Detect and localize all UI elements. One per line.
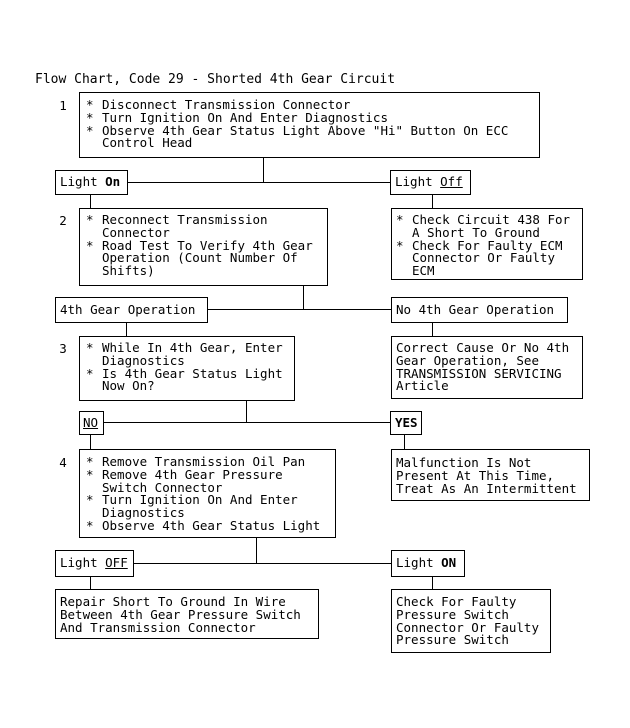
step-1-item: Disconnect Transmission Connector [82, 98, 508, 112]
step-3-box: While In 4th Gear, Enter Diagnostics Is … [79, 336, 295, 401]
result-check-circuit-box: Check Circuit 438 For A Short To Ground … [391, 208, 583, 280]
step-1-item: Observe 4th Gear Status Light Above "Hi"… [82, 124, 508, 151]
branch-no-4th-gear-operation: No 4th Gear Operation [391, 297, 568, 323]
branch-prefix: Light [396, 555, 442, 570]
connector-line [432, 322, 433, 337]
connector-line [246, 400, 247, 422]
step-4-box: Remove Transmission Oil Pan Remove 4th G… [79, 449, 336, 538]
connector-line [90, 194, 91, 209]
result-malfunction-box: Malfunction Is Not Present At This Time,… [391, 449, 590, 501]
result-pressure-switch-box: Check For Faulty Pressure Switch Connect… [391, 589, 551, 653]
branch-light-off-4: Light OFF [55, 550, 134, 577]
connector-line [432, 576, 433, 589]
step-2-box: Reconnect Transmission Connector Road Te… [79, 208, 328, 286]
step-2-item: Road Test To Verify 4th Gear Operation (… [82, 239, 313, 278]
flowchart-title: Flow Chart, Code 29 - Shorted 4th Gear C… [35, 72, 396, 87]
step-1-box: Disconnect Transmission Connector Turn I… [79, 92, 540, 158]
step-2-item: Reconnect Transmission Connector [82, 213, 313, 240]
step-4-item: Remove Transmission Oil Pan [82, 455, 320, 469]
result-text: Check For Faulty Pressure Switch Connect… [396, 594, 539, 648]
branch-prefix: Light [60, 174, 106, 189]
branch-no: NO [79, 411, 104, 435]
branch-state: OFF [105, 555, 128, 570]
step-4-item: Observe 4th Gear Status Light [82, 519, 320, 533]
connector-line [432, 194, 433, 209]
connector-line [127, 182, 390, 183]
branch-label: 4th Gear Operation [60, 302, 196, 317]
result-item: Check Circuit 438 For A Short To Ground [392, 213, 570, 240]
branch-light-on: Light On [55, 170, 128, 195]
connector-line [133, 563, 391, 564]
result-correct-cause-box: Correct Cause Or No 4th Gear Operation, … [391, 336, 583, 399]
connector-line [256, 537, 257, 563]
connector-line [103, 422, 390, 423]
step-number: 2 [59, 213, 67, 228]
result-text: Correct Cause Or No 4th Gear Operation, … [396, 340, 570, 394]
step-4-item: Remove 4th Gear Pressure Switch Connecto… [82, 468, 320, 495]
connector-line [303, 285, 304, 309]
step-4-item: Turn Ignition On And Enter Diagnostics [82, 494, 320, 520]
branch-state: On [105, 174, 121, 189]
connector-line [126, 322, 127, 337]
branch-light-on-4: Light ON [391, 550, 465, 577]
branch-label: YES [395, 415, 418, 430]
step-number: 4 [59, 455, 67, 470]
step-3-item: Is 4th Gear Status Light Now On? [82, 367, 283, 394]
result-item: Check For Faulty ECM Connector Or Faulty… [392, 239, 570, 278]
branch-light-off: Light Off [390, 170, 471, 195]
branch-prefix: Light [395, 174, 441, 189]
step-number: 3 [59, 341, 67, 356]
branch-label: No 4th Gear Operation [396, 302, 555, 317]
branch-state: ON [441, 555, 457, 570]
branch-4th-gear-operation: 4th Gear Operation [55, 297, 208, 323]
connector-line [404, 434, 405, 449]
step-number: 1 [59, 98, 67, 113]
result-text: Malfunction Is Not Present At This Time,… [396, 455, 577, 496]
result-repair-short-box: Repair Short To Ground In Wire Between 4… [55, 589, 319, 639]
connector-line [208, 309, 391, 310]
branch-yes: YES [390, 411, 422, 435]
branch-label: NO [83, 415, 99, 430]
branch-state: Off [440, 174, 463, 189]
step-3-item: While In 4th Gear, Enter Diagnostics [82, 341, 283, 368]
connector-line [90, 576, 91, 589]
branch-prefix: Light [60, 555, 106, 570]
connector-line [90, 434, 91, 449]
result-text: Repair Short To Ground In Wire Between 4… [60, 594, 301, 635]
connector-line [263, 157, 264, 182]
step-1-item: Turn Ignition On And Enter Diagnostics [82, 111, 508, 125]
